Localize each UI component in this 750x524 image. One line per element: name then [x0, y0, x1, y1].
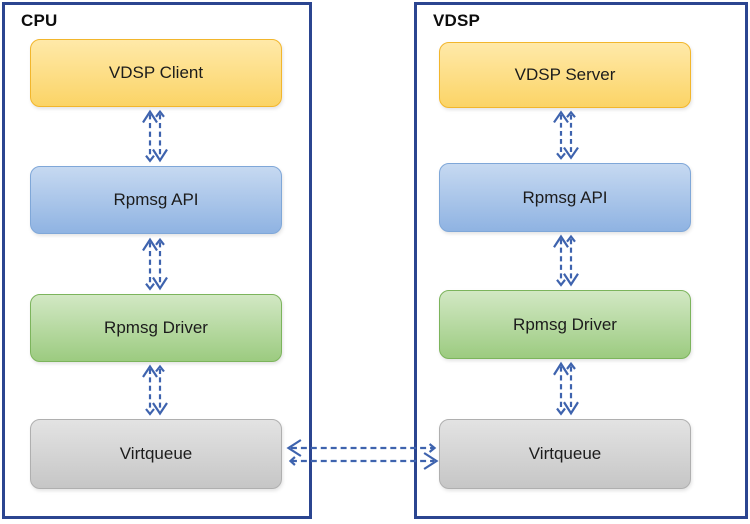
arrow-virtqueue-to-virtqueue-icon [287, 438, 438, 471]
arrow-api-to-driver-vdsp-icon [552, 235, 580, 287]
box-virtqueue-cpu: Virtqueue [30, 419, 282, 489]
box-rpmsg-api-cpu: Rpmsg API [30, 166, 282, 234]
cpu-container-title: CPU [21, 11, 58, 30]
box-virtqueue-vdsp: Virtqueue [439, 419, 691, 489]
arrow-driver-to-virtqueue-cpu-icon [141, 365, 169, 416]
arrow-api-to-driver-cpu-icon [141, 238, 169, 290]
arrow-driver-to-virtqueue-vdsp-icon [552, 362, 580, 415]
arrow-server-to-api-icon [552, 111, 580, 160]
vdsp-container-title: VDSP [433, 11, 481, 30]
box-vdsp-server: VDSP Server [439, 42, 691, 108]
box-vdsp-client: VDSP Client [30, 39, 282, 107]
arrow-client-to-api-icon [141, 110, 169, 162]
box-rpmsg-driver-cpu: Rpmsg Driver [30, 294, 282, 362]
box-rpmsg-api-vdsp: Rpmsg API [439, 163, 691, 232]
box-rpmsg-driver-vdsp: Rpmsg Driver [439, 290, 691, 359]
